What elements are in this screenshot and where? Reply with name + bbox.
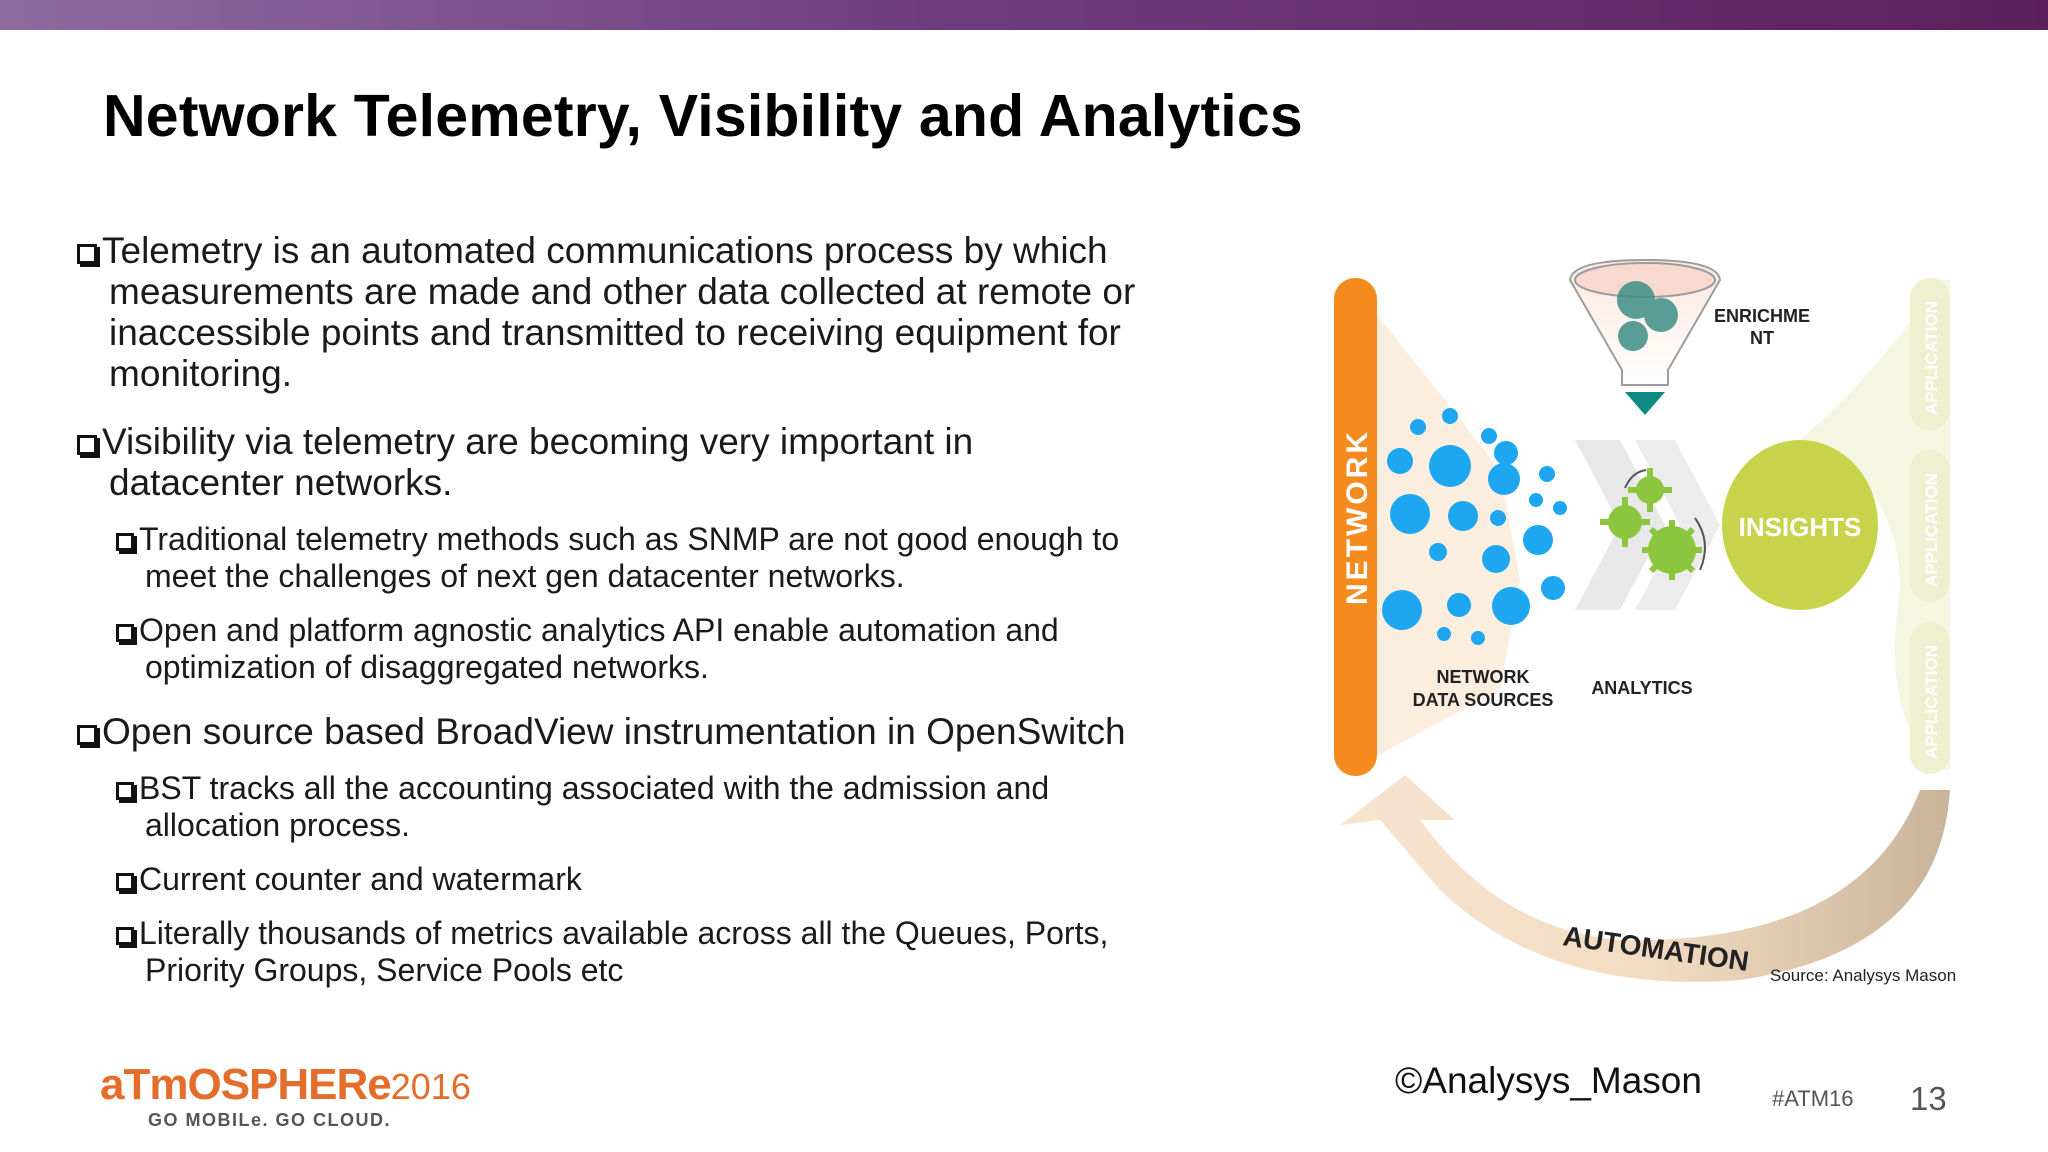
network-data-sources-label: NETWORK	[1437, 667, 1530, 687]
network-fan	[1350, 280, 1520, 770]
page-number: 13	[1910, 1080, 1947, 1117]
application-label: APPLICATION	[1922, 301, 1941, 415]
application-pill	[1910, 450, 1950, 602]
enrichment-label: ENRICHME	[1714, 306, 1810, 326]
automation-arrow	[1340, 775, 1950, 982]
network-label: NETWORK	[1341, 429, 1374, 605]
logo-tagline: GO MOBILe. GO CLOUD.	[148, 1110, 392, 1130]
enrichment-label: NT	[1750, 328, 1774, 348]
application-label: APPLICATION	[1922, 473, 1941, 587]
network-bar	[1334, 278, 1377, 776]
subbullet-metrics: Literally thousands of metrics available…	[116, 915, 1226, 989]
source-caption: Source: Analysys Mason	[1770, 966, 1957, 985]
chevron-icon	[1635, 440, 1720, 610]
down-arrow-icon	[1625, 392, 1665, 415]
insights-label: INSIGHTS	[1739, 512, 1862, 542]
checkbox-bullet-icon	[116, 533, 134, 551]
checkbox-bullet-icon	[77, 725, 97, 745]
hashtag: #ATM16	[1772, 1086, 1854, 1111]
application-pill	[1910, 278, 1950, 430]
checkbox-bullet-icon	[116, 624, 134, 642]
subbullet-bst: BST tracks all the accounting associated…	[116, 770, 1226, 844]
checkbox-bullet-icon	[77, 244, 97, 264]
analytics-gears-icon	[1600, 468, 1702, 580]
atmosphere-logo: aTmOSPHERe2016 GO MOBILe. GO CLOUD.	[100, 1060, 471, 1130]
top-banner	[0, 0, 2048, 30]
copyright-text: ©Analysys_Mason	[1395, 1060, 1702, 1101]
network-data-sources-label: DATA SOURCES	[1413, 690, 1554, 710]
slide-title: Network Telemetry, Visibility and Analyt…	[103, 83, 1303, 149]
checkbox-bullet-icon	[116, 873, 134, 891]
application-pill	[1910, 622, 1950, 774]
application-label: APPLICATION	[1922, 645, 1941, 759]
analytics-label: ANALYTICS	[1591, 678, 1692, 698]
subbullet-open-analytics-api: Open and platform agnostic analytics API…	[116, 612, 1226, 686]
bullet-visibility: Visibility via telemetry are becoming ve…	[77, 421, 1207, 503]
insights-circle	[1722, 440, 1878, 610]
checkbox-bullet-icon	[77, 435, 97, 455]
checkbox-bullet-icon	[116, 782, 134, 800]
subbullet-counter-watermark: Current counter and watermark	[116, 861, 1226, 898]
checkbox-bullet-icon	[116, 927, 134, 945]
data-source-dots	[1382, 408, 1567, 645]
subbullet-traditional-telemetry: Traditional telemetry methods such as SN…	[116, 521, 1226, 595]
bullet-telemetry: Telemetry is an automated communications…	[77, 230, 1207, 394]
telemetry-diagram: AUTOMATION NETWORK EN	[1334, 258, 1950, 982]
bullet-broadview: Open source based BroadView instrumentat…	[77, 711, 1207, 752]
